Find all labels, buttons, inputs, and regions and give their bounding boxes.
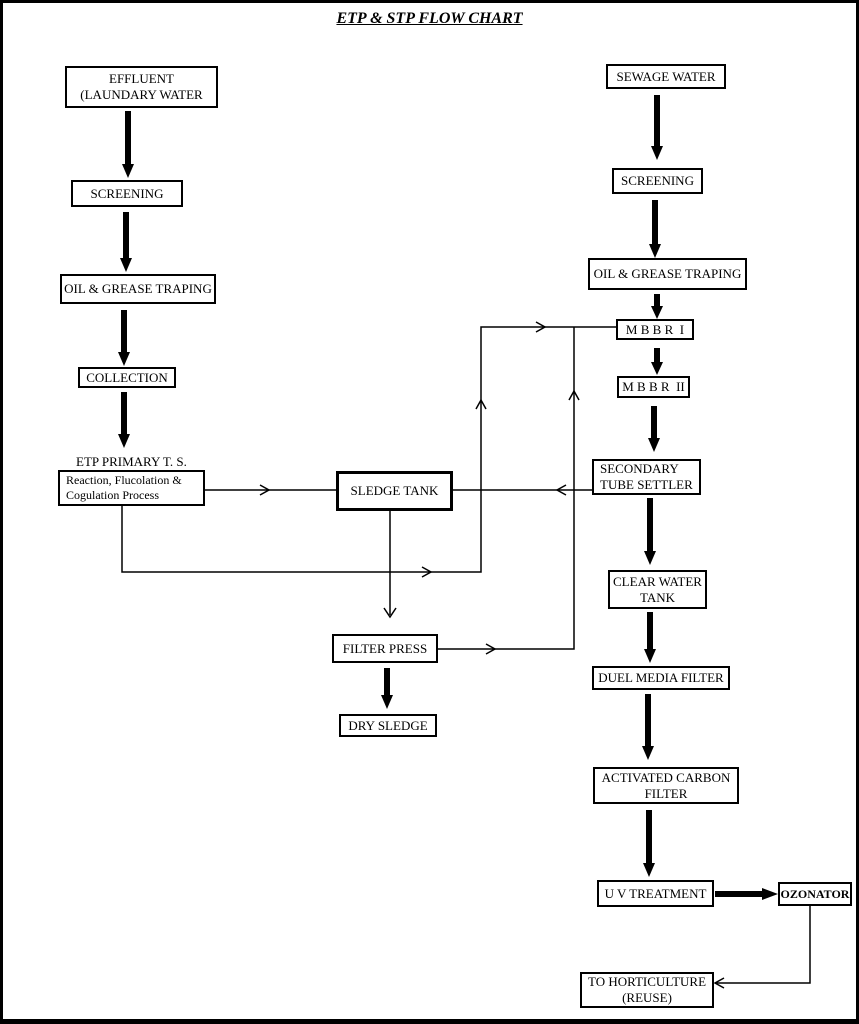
effluent-line-1: EFFLUENT [109,71,174,86]
dry-sludge-box: DRY SLEDGE [339,714,437,737]
etp-primary-label: ETP PRIMARY T. S. [76,454,187,469]
clear-water-line-2: TANK [639,589,676,605]
dual-media-filter-box: DUEL MEDIA FILTER [592,666,730,690]
sewage-water-box: SEWAGE WATER [606,64,726,89]
clear-water-tank-box: CLEAR WATER TANK [608,570,707,609]
activated-carbon-box: ACTIVATED CARBON FILTER [593,767,739,804]
stp-oil-grease-box: OIL & GREASE TRAPING [588,258,747,290]
mbbr-1-box: M B B R I [616,319,694,340]
ozonator-box: OZONATOR [778,882,852,906]
effluent-line-2: (LAUNDARY WATER [80,87,203,102]
secondary-settler-box: SECONDARY TUBE SETTLER [592,459,701,495]
mbbr-2-box: M B B R II [617,376,690,398]
primary-line-2: Cogulation Process [66,488,159,502]
primary-treatment-box: Reaction, Flucolation & Cogulation Proce… [58,470,205,506]
stp-thick-arrows [645,95,764,897]
clear-water-line-1: CLEAR WATER [613,573,702,589]
carbon-line-1: ACTIVATED CARBON [601,769,731,785]
etp-thick-arrows [121,111,390,697]
etp-oil-grease-box: OIL & GREASE TRAPING [60,274,216,304]
carbon-line-2: FILTER [644,785,688,801]
filter-press-box: FILTER PRESS [332,634,438,663]
settler-line-1: SECONDARY [600,461,679,476]
thin-connectors [121,326,811,984]
stp-screening-box: SCREENING [612,168,703,194]
settler-line-2: TUBE SETTLER [600,477,693,492]
horticulture-line-1: TO HORTICULTURE [587,974,707,989]
collection-box: COLLECTION [78,367,176,388]
chevron-arrowheads [259,321,725,989]
horticulture-box: TO HORTICULTURE (REUSE) [580,972,714,1008]
etp-screening-box: SCREENING [71,180,183,207]
sludge-tank-box: SLEDGE TANK [336,471,453,511]
solid-arrowheads [118,146,778,900]
chart-title: ETP & STP FLOW CHART [336,10,523,27]
uv-treatment-box: U V TREATMENT [597,880,714,907]
primary-line-1: Reaction, Flucolation & [66,473,182,487]
effluent-box: EFFLUENT (LAUNDARY WATER [65,66,218,108]
horticulture-line-2: (REUSE) [622,990,672,1005]
